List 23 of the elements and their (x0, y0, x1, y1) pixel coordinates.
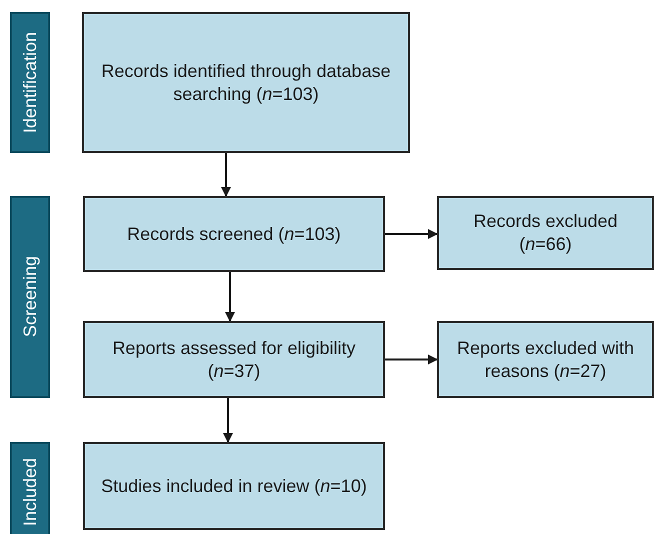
stage-label: Included (20, 458, 40, 526)
process-box (437, 196, 654, 270)
stage-label: Screening (20, 256, 40, 338)
box-text: Reports assessed for eligibility (n=37) (111, 336, 357, 382)
arrow (385, 229, 438, 239)
arrow (221, 153, 231, 197)
stage-band (10, 442, 50, 534)
box-text: Records screened (n=103) (126, 222, 342, 246)
stage-label: Identification (20, 32, 40, 134)
box-text: Studies included in review (n=10) (100, 474, 368, 498)
process-box (437, 321, 654, 398)
arrow (225, 272, 235, 322)
arrow (385, 354, 438, 364)
arrow (223, 398, 233, 443)
stage-band (10, 196, 50, 398)
process-box (83, 321, 385, 398)
process-box (83, 442, 385, 530)
box-text: Records excluded (n=66) (472, 210, 619, 256)
process-box (83, 196, 385, 272)
process-box (82, 12, 410, 153)
box-text: Reports excluded with reasons (n=27) (456, 336, 636, 382)
box-text: Records identified through database searching (n=103) (100, 60, 392, 106)
stage-band (10, 12, 50, 153)
